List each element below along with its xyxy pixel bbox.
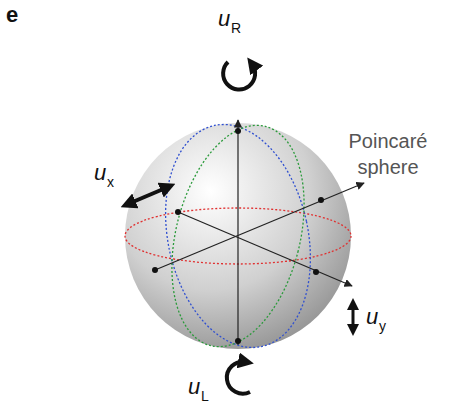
subscript: y — [379, 318, 386, 334]
circular-arrow-left — [227, 362, 250, 394]
subscript: R — [231, 20, 241, 36]
subscript: x — [107, 174, 114, 190]
linear-arrow-x — [128, 187, 168, 204]
polarization-symbol: u — [94, 160, 106, 186]
polarization-symbol: u — [366, 304, 378, 330]
panel-letter: e — [6, 2, 18, 28]
linear-arrow-y — [352, 304, 355, 330]
polarization-symbol: u — [188, 374, 200, 400]
polarization-symbol: u — [218, 6, 230, 32]
circular-arrow-right — [223, 62, 255, 89]
state-dots — [152, 128, 324, 344]
subscript: L — [201, 388, 209, 404]
axis-diagonal — [155, 183, 364, 270]
axis-vertical — [237, 120, 238, 345]
sphere-title: Poincaré sphere — [338, 128, 438, 180]
